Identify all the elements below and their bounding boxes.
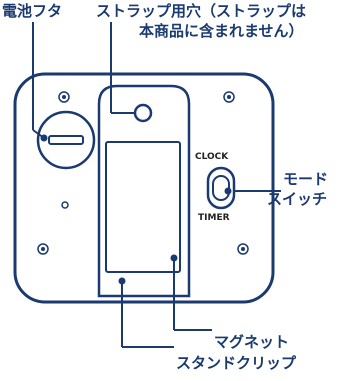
leader-lines (32, 22, 281, 348)
screw-top-right-icon (223, 91, 235, 103)
screw-top-left-icon (58, 91, 70, 103)
clip-inner-panel (105, 141, 181, 273)
small-hole (61, 201, 69, 209)
battery-cover-label: 電池フタ (2, 2, 63, 20)
mode-switch[interactable] (206, 166, 236, 210)
switch-timer-label: TIMER (198, 213, 230, 223)
magnet-clip-label-line2: スタンドクリップ (176, 354, 297, 372)
switch-clock-label: CLOCK (195, 152, 229, 162)
screw-bottom-left-icon (37, 243, 49, 255)
battery-cover (36, 110, 96, 170)
mode-switch-label-line2: スイッチ (267, 190, 328, 208)
magnet-clip-label-line1: マグネット (214, 333, 290, 351)
strap-hole (133, 103, 153, 123)
strap-hole-label-line2: 本商品に含まれません） (139, 22, 304, 40)
screw-bottom-right-icon (237, 243, 249, 255)
strap-hole-label-line1: ストラップ用穴（ストラップは (96, 2, 307, 20)
mode-switch-label-line1: モード (283, 170, 329, 188)
